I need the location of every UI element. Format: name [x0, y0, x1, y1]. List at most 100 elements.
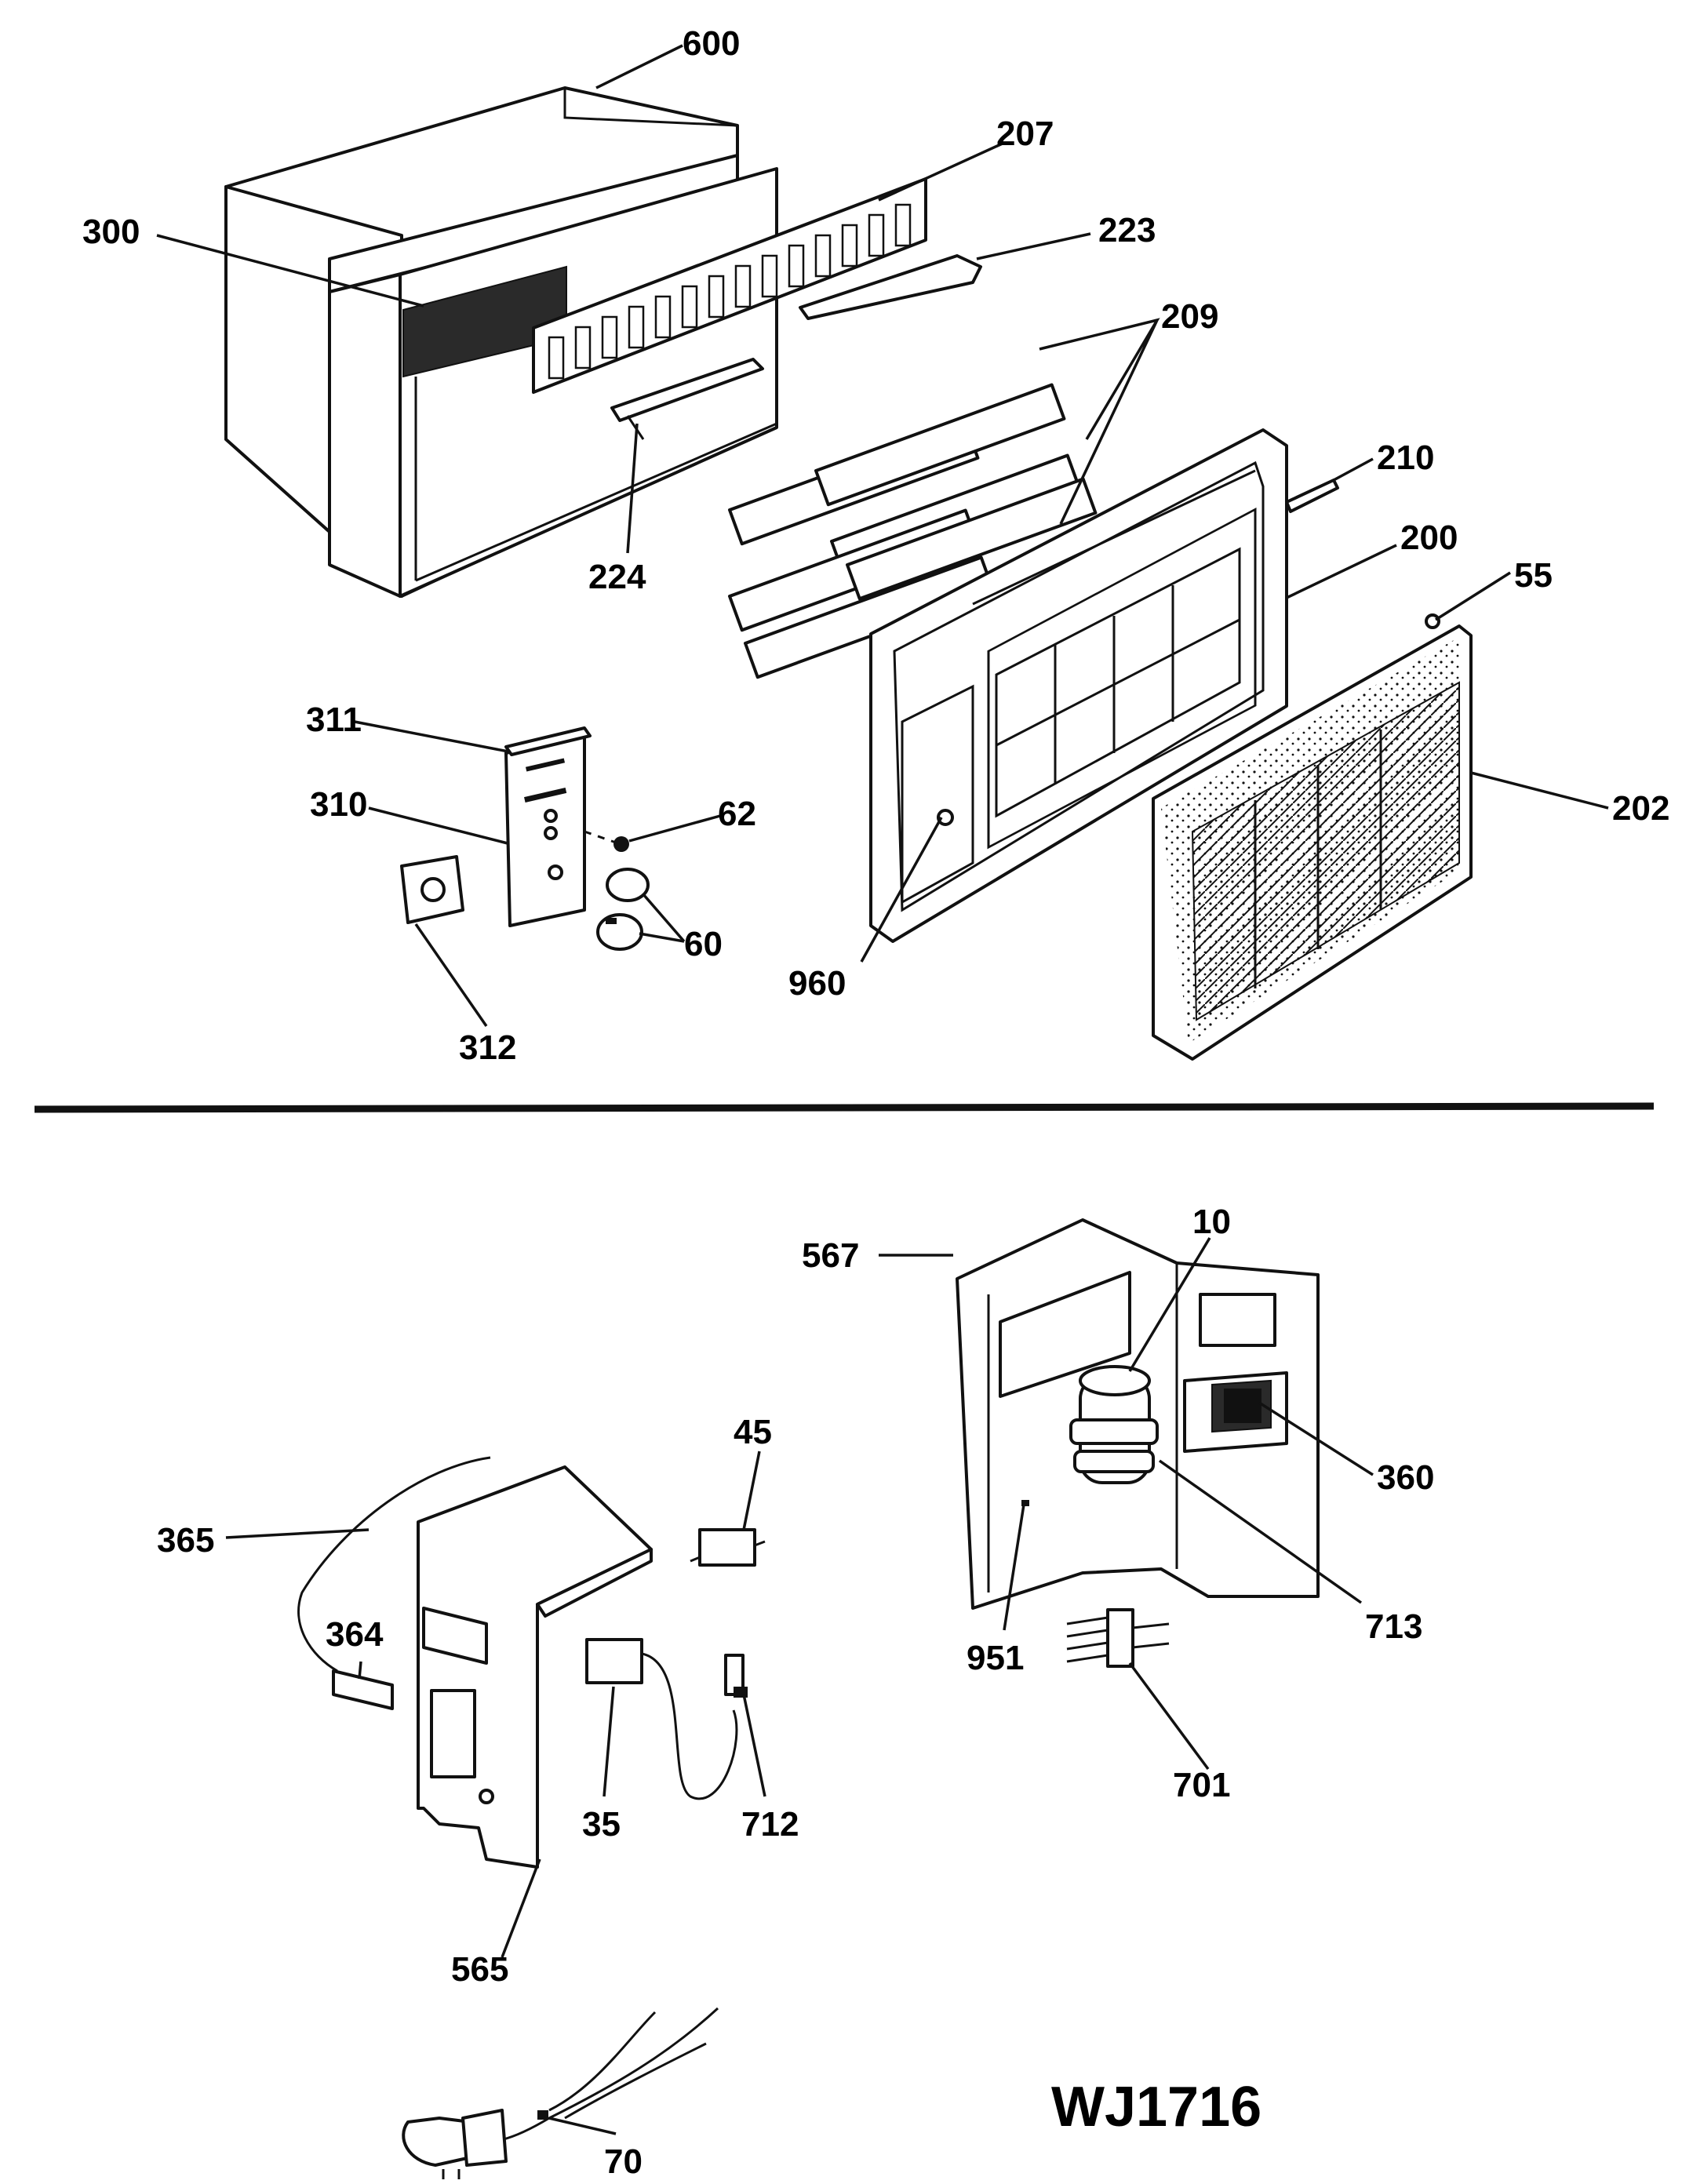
nameplate-part-311	[504, 726, 592, 756]
louver-slot	[841, 224, 858, 268]
callout-712: 712	[741, 1805, 799, 1844]
callout-55: 55	[1514, 556, 1553, 595]
leader-62	[628, 814, 721, 843]
knobs-part-60	[596, 868, 650, 951]
leader-364	[358, 1661, 362, 1680]
callout-364: 364	[326, 1615, 384, 1654]
callout-209: 209	[1161, 297, 1218, 336]
linkage-rod-part-223	[799, 254, 982, 320]
louver-slot	[601, 315, 618, 359]
leader-311	[354, 720, 509, 753]
power-cord-part-70	[402, 2007, 719, 2179]
leader-55	[1435, 571, 1511, 621]
louver-slot	[681, 285, 698, 329]
callout-311: 311	[306, 701, 362, 739]
callout-300: 300	[82, 213, 140, 251]
callout-202: 202	[1612, 789, 1669, 828]
callout-567: 567	[802, 1236, 859, 1275]
leader-565	[501, 1858, 541, 1958]
terminal-block-part-701	[1066, 1608, 1170, 1668]
louver-slot	[814, 234, 832, 278]
control-box-part-565	[417, 1465, 653, 1869]
diagram-code: WJ1716	[1051, 2076, 1262, 2138]
thermostat-bulb-cable-part-365	[297, 1456, 491, 1673]
callout-310: 310	[310, 785, 367, 824]
callout-223: 223	[1098, 211, 1156, 249]
leader-701	[1128, 1662, 1210, 1771]
bulb-holder-part-364	[332, 1669, 394, 1710]
callout-701: 701	[1173, 1766, 1230, 1804]
leader-60a	[642, 893, 686, 943]
leader-365	[225, 1528, 370, 1539]
front-grille-part-202	[1152, 624, 1473, 1061]
selector-switch-part-312	[400, 855, 464, 924]
callout-951: 951	[967, 1639, 1024, 1677]
louver-slot	[628, 305, 645, 349]
leader-951	[1003, 1504, 1025, 1631]
leader-360	[1258, 1401, 1374, 1476]
callout-224: 224	[588, 558, 646, 596]
control-panel-part-310	[504, 732, 586, 927]
leader-600	[595, 44, 683, 89]
clip-part-55	[1425, 613, 1440, 629]
relay-part-45	[690, 1528, 766, 1567]
leader-310	[368, 806, 508, 845]
leader-60b	[639, 932, 685, 943]
cabinet-wrapper-part-600	[224, 86, 778, 598]
louver-slot	[868, 213, 885, 257]
callout-207: 207	[996, 115, 1054, 153]
louver-slot	[574, 326, 592, 369]
louver-slot	[788, 244, 805, 288]
filter-rail-part-210	[1285, 479, 1339, 513]
leader-209	[1039, 318, 1160, 525]
leader-200	[1286, 544, 1397, 599]
louver-slot	[894, 203, 912, 247]
callout-200: 200	[1400, 519, 1458, 557]
front-panel-part-200	[869, 428, 1288, 943]
louver-bar-part-207	[532, 177, 927, 394]
control-part-360	[1224, 1389, 1262, 1423]
leader-712	[742, 1694, 766, 1797]
leader-210	[1333, 457, 1374, 482]
callout-960: 960	[788, 964, 846, 1003]
callout-10: 10	[1192, 1203, 1231, 1241]
louver-slot	[548, 336, 565, 380]
callout-713: 713	[1365, 1607, 1422, 1646]
callout-360: 360	[1377, 1458, 1434, 1497]
screw-part-960	[937, 809, 954, 826]
louver-slot	[734, 264, 752, 308]
callout-60: 60	[684, 925, 723, 963]
leader-10	[1128, 1237, 1211, 1372]
callout-45: 45	[734, 1413, 772, 1451]
leader-713	[1158, 1459, 1363, 1604]
leader-70	[548, 2117, 617, 2135]
leader-300	[156, 234, 424, 308]
leader-960	[860, 817, 943, 963]
shaft-part-62	[584, 830, 629, 852]
leader-45	[742, 1451, 761, 1531]
leader-202	[1470, 771, 1609, 810]
leader-207	[878, 141, 1005, 202]
thermostat-part-35	[585, 1638, 738, 1800]
leader-223	[976, 232, 1091, 260]
leader-35	[603, 1686, 615, 1797]
screw-part-951	[1021, 1500, 1029, 1506]
callout-565: 565	[451, 1950, 508, 1989]
switch-part-712	[724, 1654, 748, 1698]
callout-35: 35	[582, 1805, 621, 1844]
leader-224	[626, 423, 639, 554]
callout-70: 70	[604, 2142, 643, 2181]
louver-slot	[654, 295, 672, 339]
callout-62: 62	[718, 795, 756, 833]
leader-312	[414, 923, 488, 1027]
section-divider	[34, 1102, 1655, 1113]
louver-slot	[761, 254, 778, 298]
louver-slot	[708, 275, 725, 318]
capacitor-strap-part-713	[1069, 1418, 1159, 1473]
callout-600: 600	[683, 24, 740, 63]
callout-312: 312	[459, 1028, 516, 1067]
callout-365: 365	[157, 1521, 214, 1560]
louvers-part-209	[728, 383, 1098, 679]
callout-210: 210	[1377, 439, 1434, 477]
